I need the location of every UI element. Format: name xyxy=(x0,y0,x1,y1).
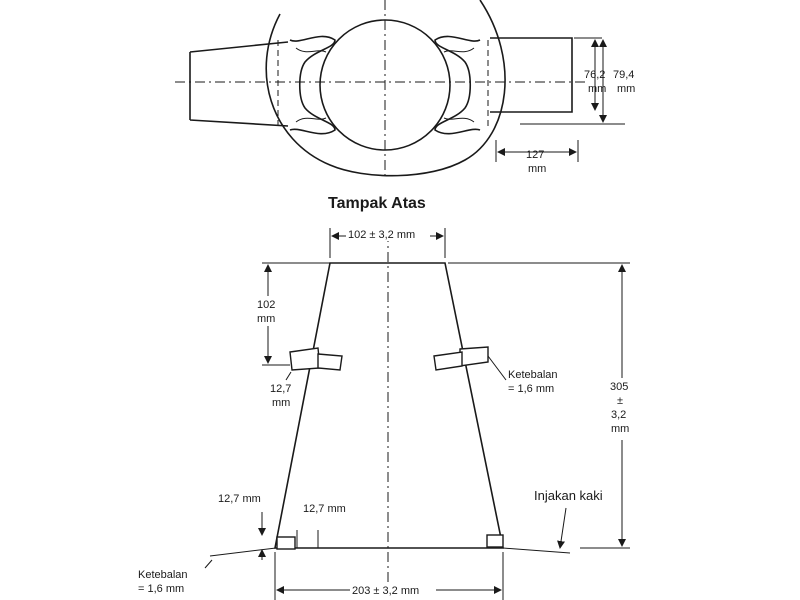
right-foot-plate xyxy=(486,534,571,554)
thickness-right-label: Ketebalan xyxy=(508,369,558,381)
dim-height-unit: mm xyxy=(611,423,629,435)
top-view-title: Tampak Atas xyxy=(328,195,426,212)
right-handle xyxy=(490,37,573,113)
dim-76-unit: mm xyxy=(588,83,606,95)
dim-127-unit: mm xyxy=(528,163,546,175)
left-side-handle xyxy=(289,347,343,371)
left-foot-plate xyxy=(209,536,296,557)
dim-handle-unit: mm xyxy=(272,397,290,409)
left-clamp xyxy=(289,35,336,135)
dim-79-value: 79,4 xyxy=(613,69,634,81)
dim-79-unit: mm xyxy=(617,83,635,95)
thickness-right-value: = 1,6 mm xyxy=(508,383,554,395)
dim-76-value: 76,2 xyxy=(584,69,605,81)
dim-foot-b: 12,7 mm xyxy=(303,503,346,515)
outer-ring xyxy=(265,0,506,177)
dim-height-tol: 3,2 xyxy=(611,409,626,421)
dim-foot-a: 12,7 mm xyxy=(218,493,261,505)
right-clamp xyxy=(434,35,481,135)
top-view: 76,2 mm 79,4 mm 127 mm Tampak Atas xyxy=(175,0,635,212)
dim-102-value: 102 xyxy=(257,299,275,311)
dim-top-width: 102 ± 3,2 mm xyxy=(348,229,415,241)
dim-bottom-width: 203 ± 3,2 mm xyxy=(352,585,419,597)
dim-height-pm: ± xyxy=(617,395,623,407)
dim-102-unit: mm xyxy=(257,313,275,325)
left-handle xyxy=(189,41,289,127)
right-side-handle xyxy=(433,346,489,371)
thickness-left-value: = 1,6 mm xyxy=(138,583,184,595)
dim-127-value: 127 xyxy=(526,149,544,161)
dim-handle-value: 12,7 xyxy=(270,383,291,395)
foot-step-label: Injakan kaki xyxy=(534,488,603,503)
side-view: 102 ± 3,2 mm 102 mm 12,7 mm Ketebalan = … xyxy=(138,227,636,600)
thickness-left-label: Ketebalan xyxy=(138,569,188,581)
dim-height-value: 305 xyxy=(610,381,628,393)
